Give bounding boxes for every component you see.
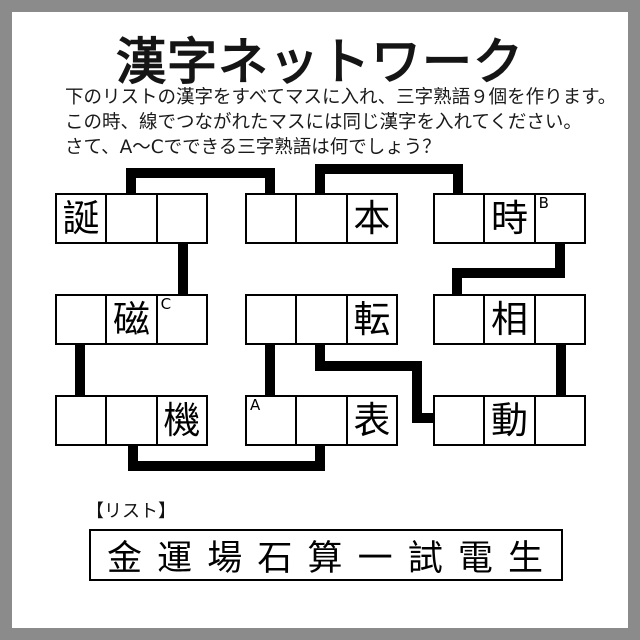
connector-segment bbox=[126, 168, 136, 196]
word-box-r1-3: 時 B bbox=[433, 193, 586, 244]
connector-segment bbox=[128, 444, 138, 471]
instruction-line-3: さて、A～Cでできる三字熟語は何でしょう？ bbox=[65, 137, 441, 158]
grid-cell-r1b2c3: 本 bbox=[345, 195, 396, 242]
cell-kanji: 転 bbox=[353, 298, 391, 341]
connector-segment bbox=[265, 344, 275, 397]
word-box-r3-3: 動 bbox=[433, 395, 586, 446]
cell-kanji: 機 bbox=[163, 399, 201, 442]
instruction-line-1: 下のリストの漢字をすべてマスに入れ、三字熟語９個を作ります。 bbox=[65, 87, 617, 108]
grid-cell-r3b2c3: 表 bbox=[345, 397, 396, 444]
grid-cell-r2b3c3 bbox=[533, 296, 584, 343]
grid-cell-r2b1c1 bbox=[57, 296, 105, 343]
grid-cell-r2b1c3: C bbox=[155, 295, 206, 343]
word-box-r2-1: 磁 C bbox=[55, 294, 208, 345]
grid-cell-r3b2c1: A bbox=[247, 397, 295, 444]
grid-cell-r2b3c1 bbox=[435, 296, 483, 343]
cell-kanji: 本 bbox=[353, 197, 391, 240]
grid-cell-r1b1c2 bbox=[105, 195, 155, 242]
connector-segment bbox=[315, 444, 325, 471]
kanji-list-text: 金 運 場 石 算 一 試 電 生 bbox=[106, 538, 545, 579]
connector-segment bbox=[556, 344, 566, 397]
connector-segment bbox=[315, 164, 325, 196]
connector-segment bbox=[412, 361, 422, 423]
connector-segment bbox=[265, 168, 275, 196]
grid-cell-r2b2c3: 転 bbox=[345, 296, 396, 343]
instructions: 下のリストの漢字をすべてマスに入れ、三字熟語９個を作ります。 この時、線でつなが… bbox=[65, 85, 617, 160]
grid-cell-r1b3c1 bbox=[435, 195, 483, 242]
kanji-list-box: 金 運 場 石 算 一 試 電 生 bbox=[89, 529, 563, 581]
grid-cell-r1b3c3: B bbox=[533, 194, 584, 242]
connector-segment bbox=[453, 164, 463, 196]
grid-cell-r3b3c2: 動 bbox=[483, 397, 533, 444]
grid-cell-r1b2c2 bbox=[295, 195, 345, 242]
cell-kanji: 誕 bbox=[62, 197, 100, 240]
grid-cell-r3b3c3 bbox=[533, 397, 584, 444]
grid-cell-r1b2c1 bbox=[247, 195, 295, 242]
word-box-r2-2: 転 bbox=[245, 294, 398, 345]
cell-kanji: 磁 bbox=[112, 298, 150, 341]
connector-segment bbox=[128, 461, 325, 471]
connector-segment bbox=[412, 413, 437, 423]
grid-cell-r3b1c3: 機 bbox=[155, 397, 206, 444]
connector-segment bbox=[315, 164, 463, 174]
connector-segment bbox=[178, 243, 188, 296]
instruction-line-2: この時、線でつながれたマスには同じ漢字を入れてください。 bbox=[65, 112, 582, 133]
cell-letter-label-A: A bbox=[250, 396, 261, 414]
cell-letter-label-C: C bbox=[160, 295, 172, 313]
grid-cell-r3b1c1 bbox=[57, 397, 105, 444]
cell-kanji: 相 bbox=[490, 298, 528, 341]
grid-cell-r2b2c1 bbox=[247, 296, 295, 343]
connector-segment bbox=[126, 168, 275, 178]
cell-kanji: 時 bbox=[490, 197, 528, 240]
connector-segment bbox=[452, 268, 565, 278]
grid-cell-r3b1c2 bbox=[105, 397, 155, 444]
grid-cell-r3b3c1 bbox=[435, 397, 483, 444]
word-box-r1-2: 本 bbox=[245, 193, 398, 244]
cell-kanji: 表 bbox=[353, 399, 391, 442]
puzzle-title: 漢字ネットワーク bbox=[116, 33, 524, 91]
word-box-r2-3: 相 bbox=[433, 294, 586, 345]
connector-segment bbox=[315, 344, 325, 371]
grid-cell-r2b1c2: 磁 bbox=[105, 296, 155, 343]
connector-segment bbox=[452, 268, 462, 296]
grid-cell-r1b3c2: 時 bbox=[483, 195, 533, 242]
grid-cell-r2b2c2 bbox=[295, 296, 345, 343]
grid-cell-r1b1c1: 誕 bbox=[57, 195, 105, 242]
connector-segment bbox=[315, 361, 422, 371]
grid-cell-r2b3c2: 相 bbox=[483, 296, 533, 343]
cell-kanji: 動 bbox=[490, 399, 528, 442]
word-box-r1-1: 誕 bbox=[55, 193, 208, 244]
connector-segment bbox=[75, 344, 85, 397]
list-heading: 【リスト】 bbox=[86, 501, 176, 522]
cell-letter-label-B: B bbox=[538, 194, 549, 212]
word-box-r3-2: A 表 bbox=[245, 395, 398, 446]
grid-cell-r1b1c3 bbox=[155, 195, 206, 242]
grid-cell-r3b2c2 bbox=[295, 397, 345, 444]
connector-segment bbox=[555, 243, 565, 278]
word-box-r3-1: 機 bbox=[55, 395, 208, 446]
